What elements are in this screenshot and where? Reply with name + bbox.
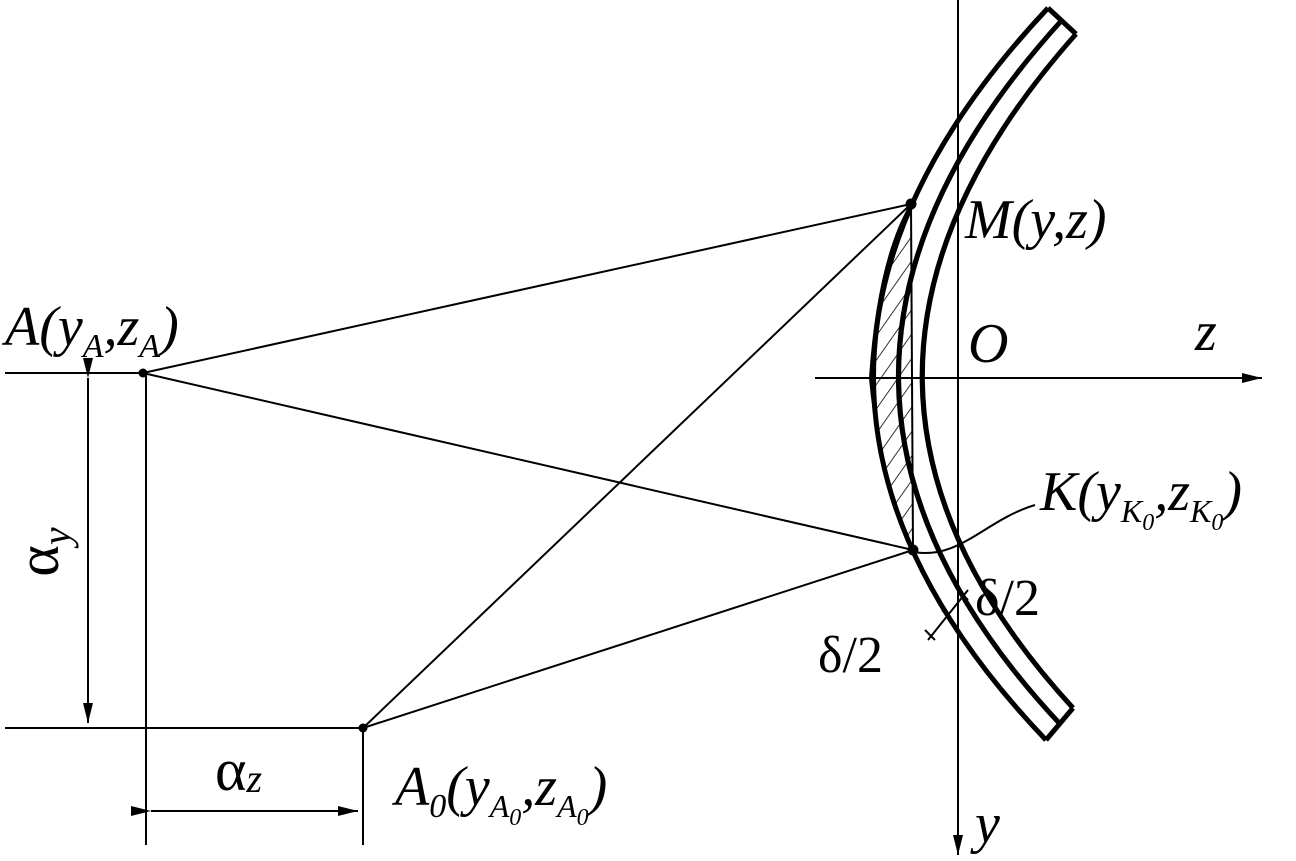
mirror-inner-surface: [919, 32, 1078, 710]
label-delta-left: δ/2: [818, 627, 883, 684]
label-point-A: A(yA,zA): [1, 296, 179, 365]
label-origin: O: [968, 313, 1008, 375]
label-point-M: M(y,z): [964, 189, 1107, 251]
delta-tick-3: [941, 609, 953, 621]
label-delta-right: δ/2: [975, 570, 1040, 627]
point-M-dot: [905, 198, 917, 210]
mirror-bottom-cap: [1044, 706, 1075, 742]
delta-tick-4: [957, 589, 969, 601]
hatched-region: [868, 200, 914, 551]
point-A-dot: [138, 368, 148, 378]
label-axis-z: z: [1194, 301, 1217, 363]
delta-tick-2: [924, 629, 936, 641]
leader-line-K: [912, 504, 1036, 555]
point-K-dot: [907, 544, 919, 556]
label-axis-y: y: [970, 793, 1000, 855]
point-A0-dot: [358, 723, 368, 733]
ray-A-M: [142, 203, 912, 374]
ray-A0-M: [362, 203, 912, 729]
ray-A0-K: [362, 549, 914, 729]
label-point-A0: A0(yA0,zA0): [391, 756, 607, 831]
mirror-top-cap: [1046, 6, 1078, 36]
label-alpha-y: αy: [5, 527, 79, 576]
label-alpha-z: αz: [215, 737, 262, 803]
label-point-K: K(yK0,zK0): [1039, 461, 1242, 536]
ray-A-K: [142, 372, 914, 551]
